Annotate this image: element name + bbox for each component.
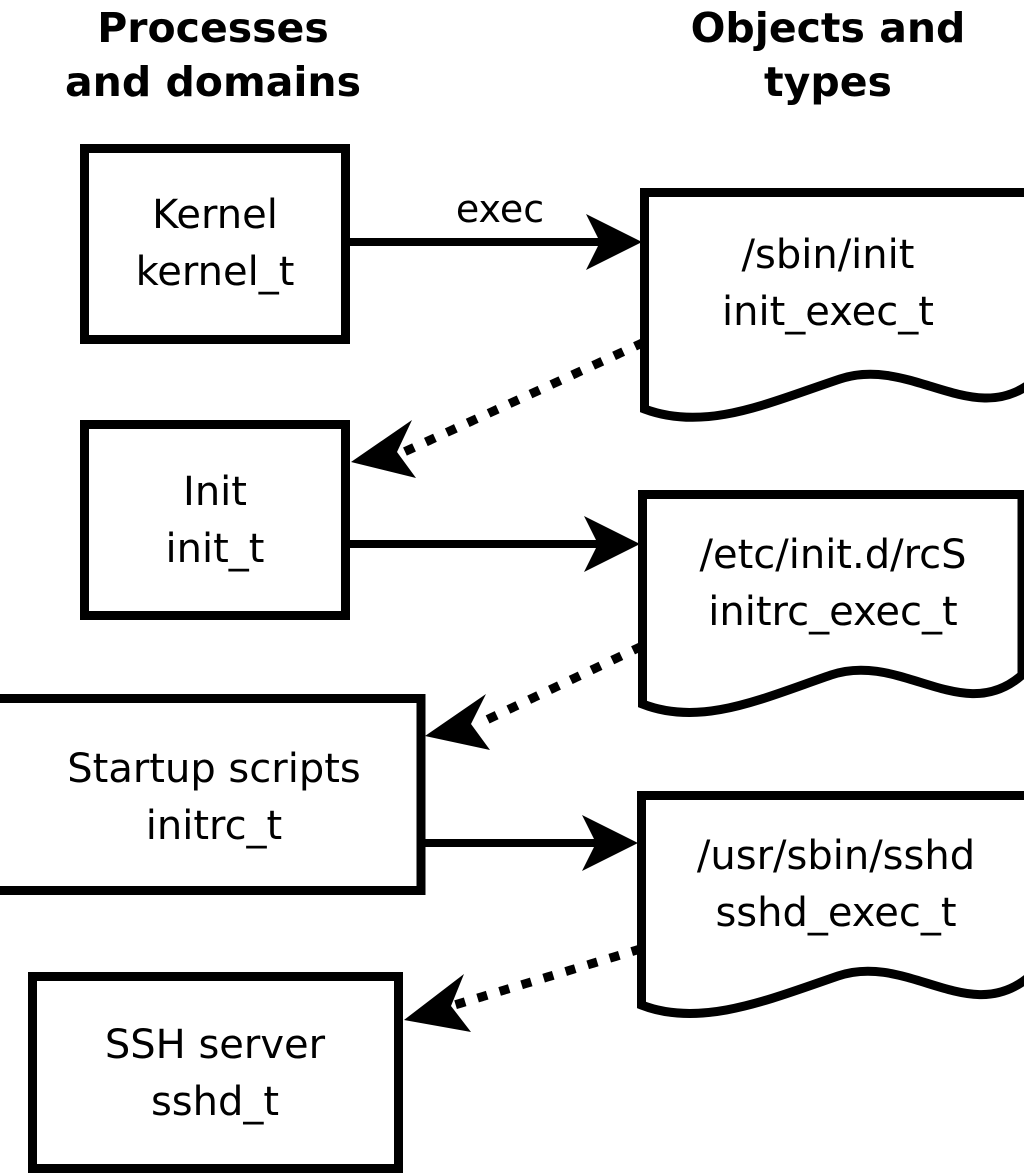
process-node-type: sshd_t — [151, 1079, 279, 1125]
object-node-document-shape — [640, 188, 1024, 422]
object-node-path: /sbin/init — [742, 232, 915, 278]
column-header-processes: Processes and domains — [65, 4, 361, 106]
edge-init-exec-initrc_exec — [350, 516, 640, 572]
edge-line — [398, 338, 646, 458]
processes-header-line2: and domains — [65, 58, 361, 106]
object-node-document-shape — [638, 490, 1024, 718]
edge-arrowhead — [586, 214, 642, 270]
object-node-type: sshd_exec_t — [715, 890, 956, 936]
object-node-path: /usr/sbin/sshd — [697, 833, 975, 879]
objects-header-line2: types — [764, 58, 892, 106]
process-node-name: SSH server — [105, 1022, 326, 1068]
process-node-startup-scripts[interactable]: Startup scripts initrc_t — [0, 694, 426, 895]
edge-arrowhead — [582, 815, 638, 871]
object-node-initrc-exec[interactable]: /etc/init.d/rcS initrc_exec_t — [638, 490, 1024, 718]
object-node-type: init_exec_t — [722, 289, 934, 335]
edge-arrowhead — [404, 974, 471, 1032]
process-node-box — [80, 420, 350, 620]
process-node-box — [0, 694, 426, 895]
edge-sshd_exec-to-sshd — [404, 944, 643, 1032]
column-header-objects: Objects and types — [691, 4, 966, 106]
object-node-init-exec[interactable]: /sbin/init init_exec_t — [640, 188, 1024, 422]
edge-arrowhead — [351, 420, 416, 478]
edge-arrowhead — [584, 516, 640, 572]
process-node-name: Startup scripts — [67, 746, 360, 792]
object-node-path: /etc/init.d/rcS — [699, 532, 966, 578]
process-node-kernel[interactable]: Kernel kernel_t — [80, 144, 350, 344]
edge-initrc-exec-sshd_exec — [425, 815, 638, 871]
process-node-name: Kernel — [152, 192, 278, 238]
process-node-name: Init — [183, 469, 247, 515]
object-node-document-shape — [637, 791, 1024, 1019]
edge-arrowhead — [425, 694, 490, 750]
object-node-sshd-exec[interactable]: /usr/sbin/sshd sshd_exec_t — [637, 791, 1024, 1019]
process-node-ssh-server[interactable]: SSH server sshd_t — [28, 972, 403, 1173]
process-node-type: kernel_t — [136, 249, 295, 295]
process-node-box — [28, 972, 403, 1173]
object-node-type: initrc_exec_t — [708, 589, 957, 635]
process-node-type: init_t — [166, 526, 265, 572]
edge-initrc_exec-to-initrc — [425, 642, 644, 750]
edge-line — [472, 642, 644, 730]
process-node-type: initrc_t — [146, 803, 283, 849]
edge-line — [452, 944, 643, 1010]
edge-label-exec: exec — [456, 187, 544, 231]
edge-init_exec-to-init — [351, 338, 646, 478]
objects-header-line1: Objects and — [691, 4, 966, 52]
processes-header-line1: Processes — [97, 4, 329, 52]
edge-kernel-exec-init_exec: exec — [350, 187, 642, 270]
process-node-init[interactable]: Init init_t — [80, 420, 350, 620]
process-node-box — [80, 144, 350, 344]
